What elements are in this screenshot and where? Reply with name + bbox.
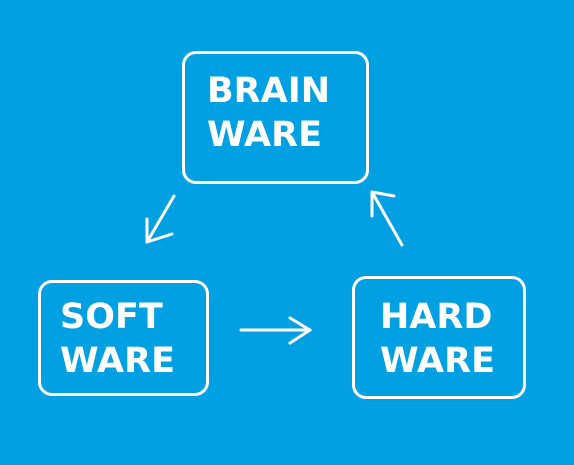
software-label-line-1: SOFT bbox=[60, 297, 163, 337]
hardware-label-line-1: HARD bbox=[380, 297, 493, 337]
hardware-label-line-2: WARE bbox=[380, 341, 495, 381]
software-label-line-2: WARE bbox=[60, 341, 175, 381]
arrow-software-to-hardware bbox=[239, 316, 312, 345]
arrow-hardware-to-brainware bbox=[370, 190, 404, 247]
brainware-label-line-1: BRAIN bbox=[207, 71, 331, 111]
hardware-box: HARD WARE bbox=[352, 276, 526, 399]
arrow-brainware-to-software bbox=[145, 194, 176, 244]
brainware-label-line-2: WARE bbox=[207, 115, 322, 155]
brainware-box: BRAIN WARE bbox=[182, 51, 369, 184]
software-box: SOFT WARE bbox=[38, 280, 209, 396]
